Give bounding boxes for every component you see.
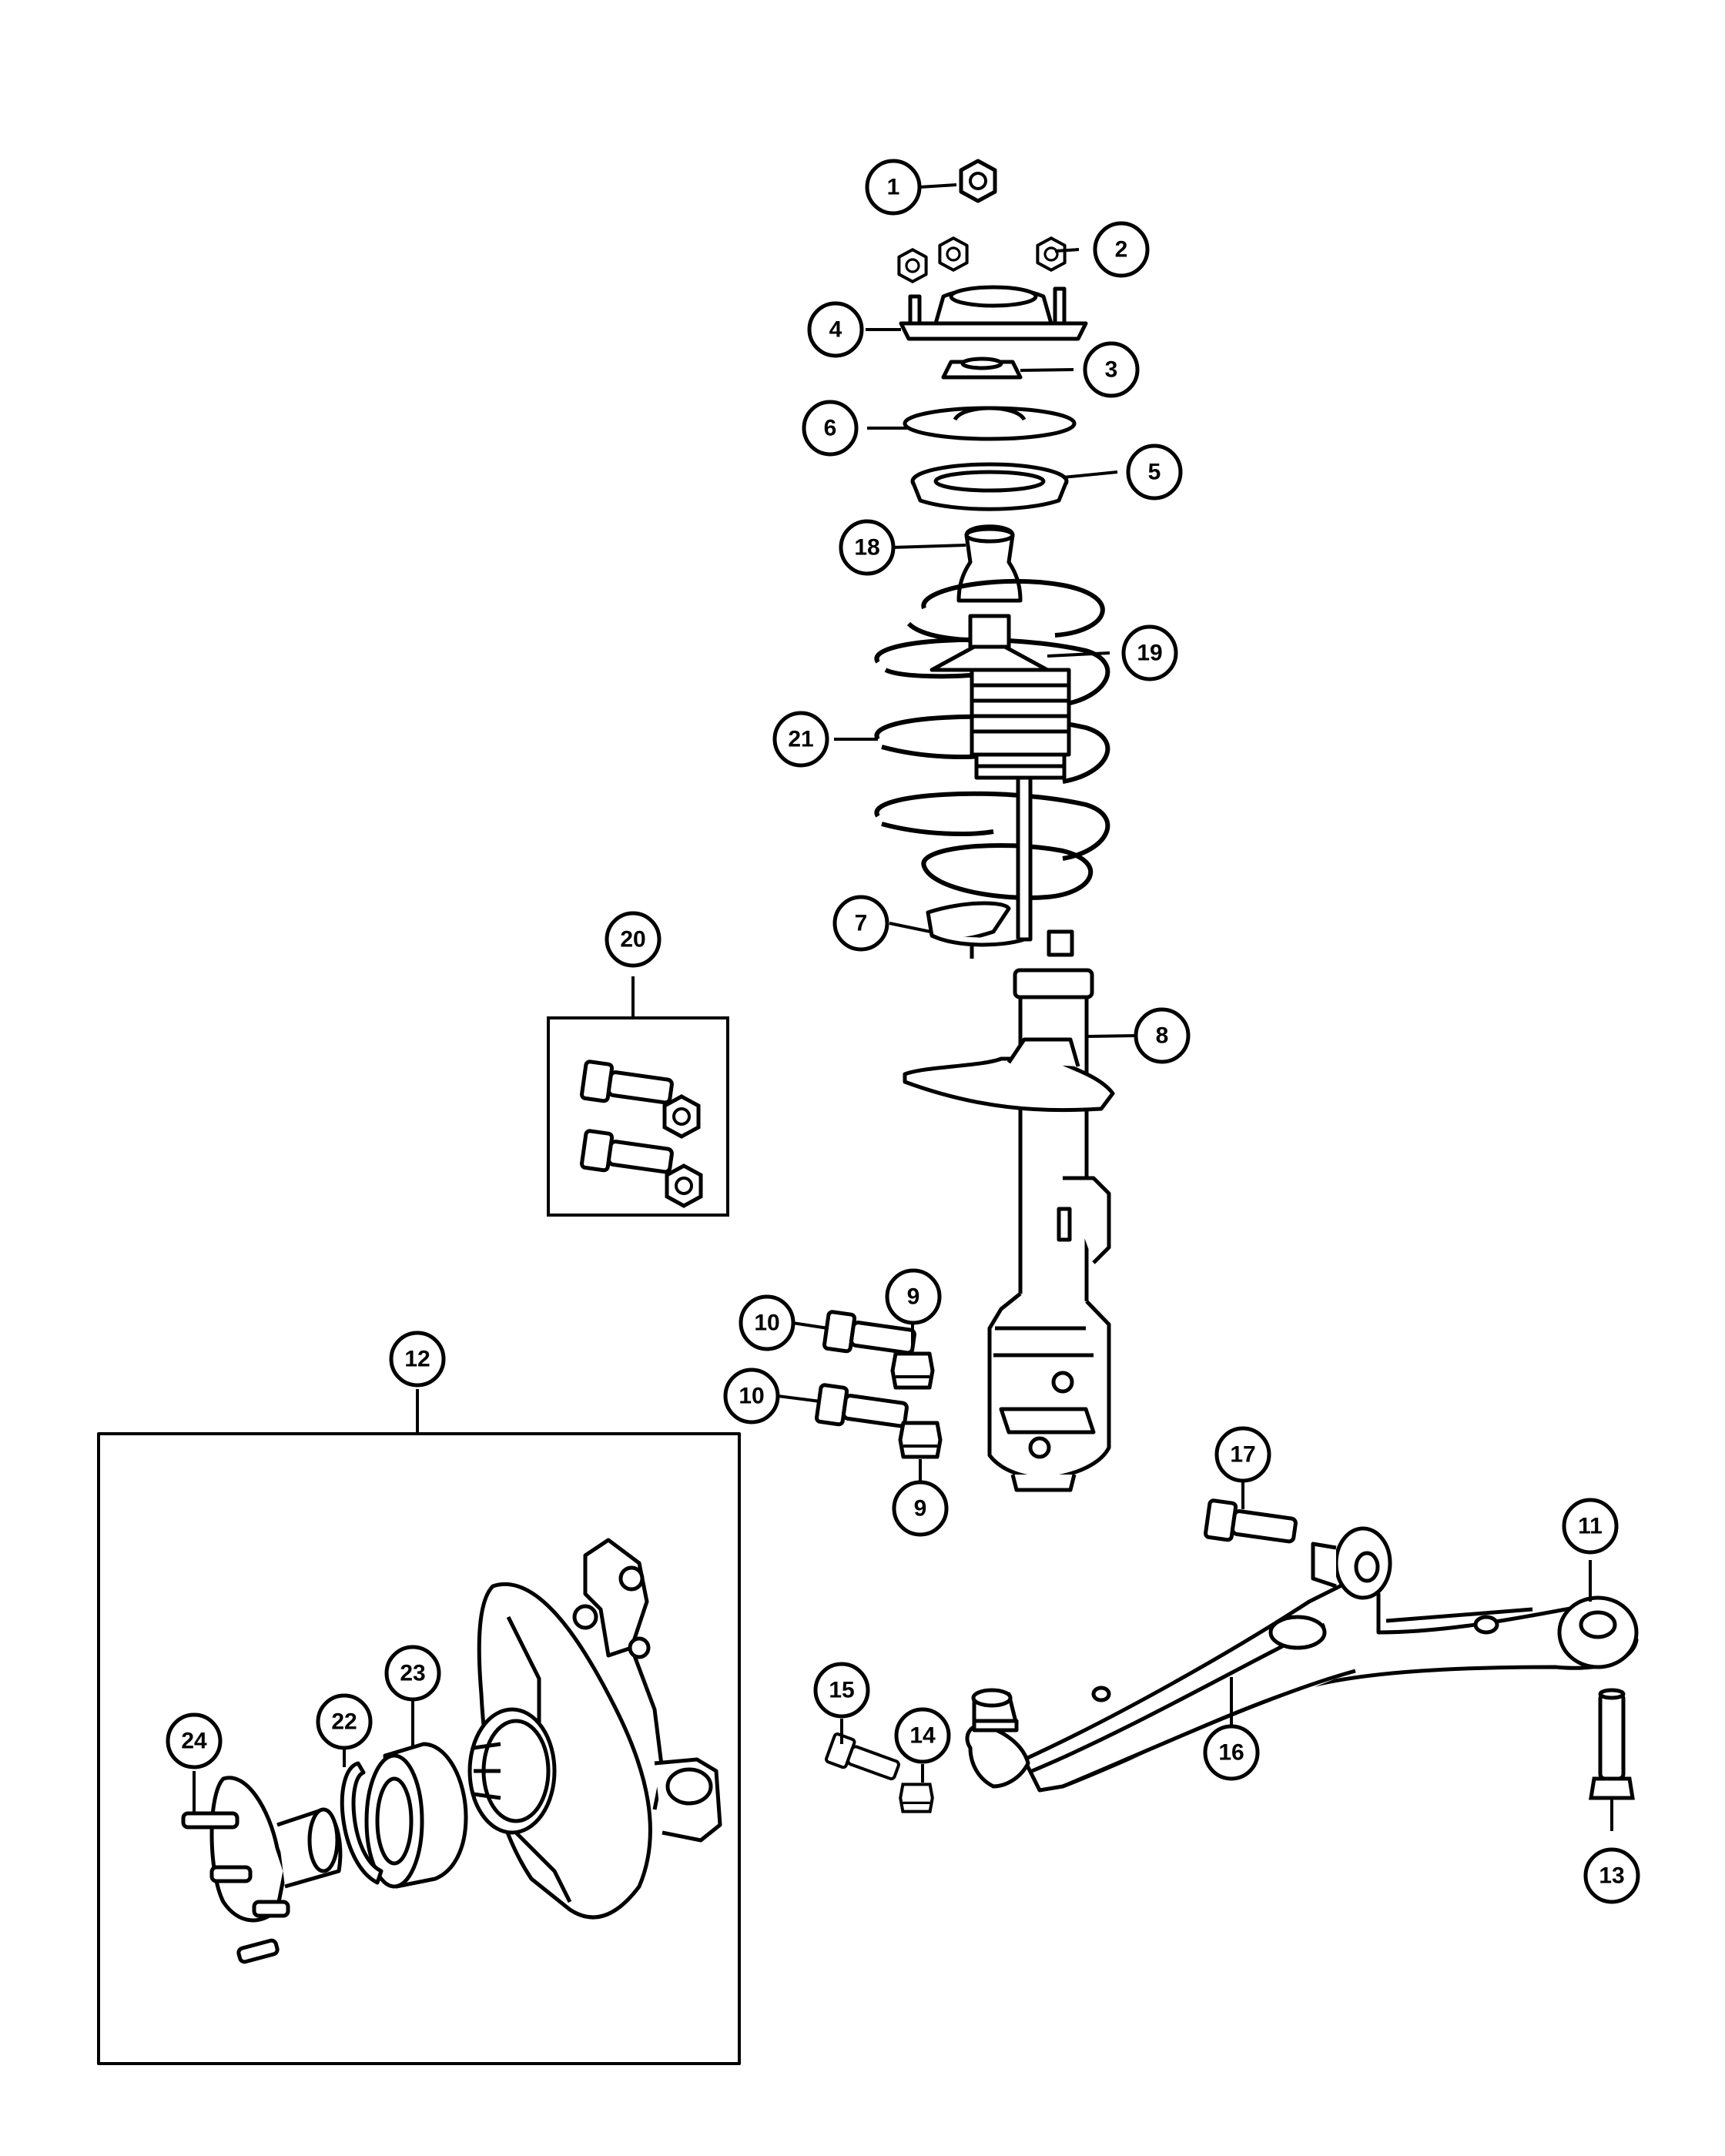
arm-bolt-rear — [1589, 1688, 1635, 1800]
callout-9a — [885, 1268, 942, 1325]
callout-10b — [723, 1368, 780, 1424]
callout-21 — [772, 711, 829, 768]
snap-ring — [340, 1761, 384, 1885]
shock-absorber — [903, 968, 1115, 1492]
callout-6 — [802, 400, 859, 457]
callout-label-13: 13 — [1599, 1863, 1624, 1889]
callout-label-22: 22 — [331, 1709, 357, 1735]
wheel-bearing — [364, 1742, 468, 1889]
callout-19 — [1121, 624, 1178, 681]
callout-1 — [865, 159, 922, 216]
callout-label-9b: 9 — [914, 1496, 927, 1522]
callout-label-17: 17 — [1230, 1442, 1255, 1468]
callout-label-19: 19 — [1137, 641, 1162, 666]
callout-label-23: 23 — [400, 1661, 425, 1686]
callout-15 — [813, 1662, 870, 1719]
mount-nut — [899, 249, 926, 282]
callout-16 — [1203, 1724, 1260, 1781]
callout-20 — [605, 911, 662, 968]
callout-label-2: 2 — [1115, 237, 1128, 263]
callout-label-5: 5 — [1148, 460, 1161, 485]
callout-2 — [1093, 221, 1150, 278]
knuckle-assembly — [97, 1432, 741, 2065]
leader-lines — [193, 183, 1613, 1831]
strut-mount — [899, 285, 1088, 341]
callout-label-11: 11 — [1578, 1514, 1603, 1539]
callout-label-15: 15 — [829, 1678, 854, 1703]
callout-label-21: 21 — [788, 727, 813, 752]
callout-labels: 1 2 3 4 5 6 7 8 9 9 10 10 11 12 13 14 15… — [181, 175, 1624, 1889]
strut-assembly — [816, 161, 1115, 1492]
callout-3 — [1083, 341, 1140, 398]
callout-label-24: 24 — [181, 1729, 207, 1754]
callout-11 — [1562, 1498, 1619, 1555]
wheel-hub — [181, 1776, 343, 1964]
callout-label-6: 6 — [824, 416, 837, 441]
mount-nut — [1037, 238, 1064, 270]
lower-control-arm — [965, 1526, 1639, 1793]
callout-label-10a: 10 — [754, 1311, 779, 1336]
callout-12 — [389, 1331, 446, 1388]
spring-isolator — [910, 462, 1069, 511]
callout-label-1: 1 — [887, 175, 900, 200]
callout-label-3: 3 — [1105, 357, 1118, 383]
ball-joint-nut — [900, 1784, 933, 1811]
callout-label-7: 7 — [855, 911, 868, 936]
callout-label-16: 16 — [1218, 1740, 1244, 1766]
lower-isolator — [926, 901, 1025, 959]
steering-knuckle — [467, 1538, 722, 1920]
callout-22 — [316, 1693, 373, 1750]
callout-label-20: 20 — [620, 927, 645, 952]
callout-label-12: 12 — [404, 1347, 430, 1372]
callout-17 — [1214, 1426, 1271, 1483]
callout-label-10b: 10 — [739, 1384, 764, 1409]
callout-label-4: 4 — [829, 317, 842, 343]
callout-label-18: 18 — [854, 535, 879, 561]
callout-7 — [832, 895, 889, 952]
callout-8 — [1134, 1007, 1191, 1064]
ball-joint-bolt — [826, 1733, 902, 1785]
callout-label-9a: 9 — [907, 1284, 920, 1310]
hardware-kit — [547, 1016, 729, 1217]
knuckle-bolt — [816, 1384, 909, 1433]
callout-label-14: 14 — [909, 1723, 936, 1749]
jounce-bumper — [956, 524, 1023, 603]
callout-5 — [1126, 444, 1183, 500]
top-nut — [961, 161, 995, 201]
callout-18 — [839, 519, 896, 576]
arm-bolt-front — [1205, 1500, 1298, 1548]
callout-23 — [384, 1645, 441, 1702]
callout-14 — [894, 1707, 951, 1764]
mount-nut — [940, 238, 966, 270]
knuckle-nut — [893, 1354, 933, 1388]
callout-4 — [807, 301, 864, 358]
callout-13 — [1583, 1847, 1640, 1904]
callout-9b — [892, 1480, 949, 1537]
callouts — [166, 159, 1640, 1904]
callout-label-8: 8 — [1156, 1023, 1169, 1049]
upper-spring-seat — [903, 406, 1077, 441]
dust-boot — [929, 614, 1071, 780]
callout-24 — [166, 1712, 223, 1769]
callout-10a — [739, 1294, 796, 1351]
knuckle-nut — [900, 1423, 940, 1457]
